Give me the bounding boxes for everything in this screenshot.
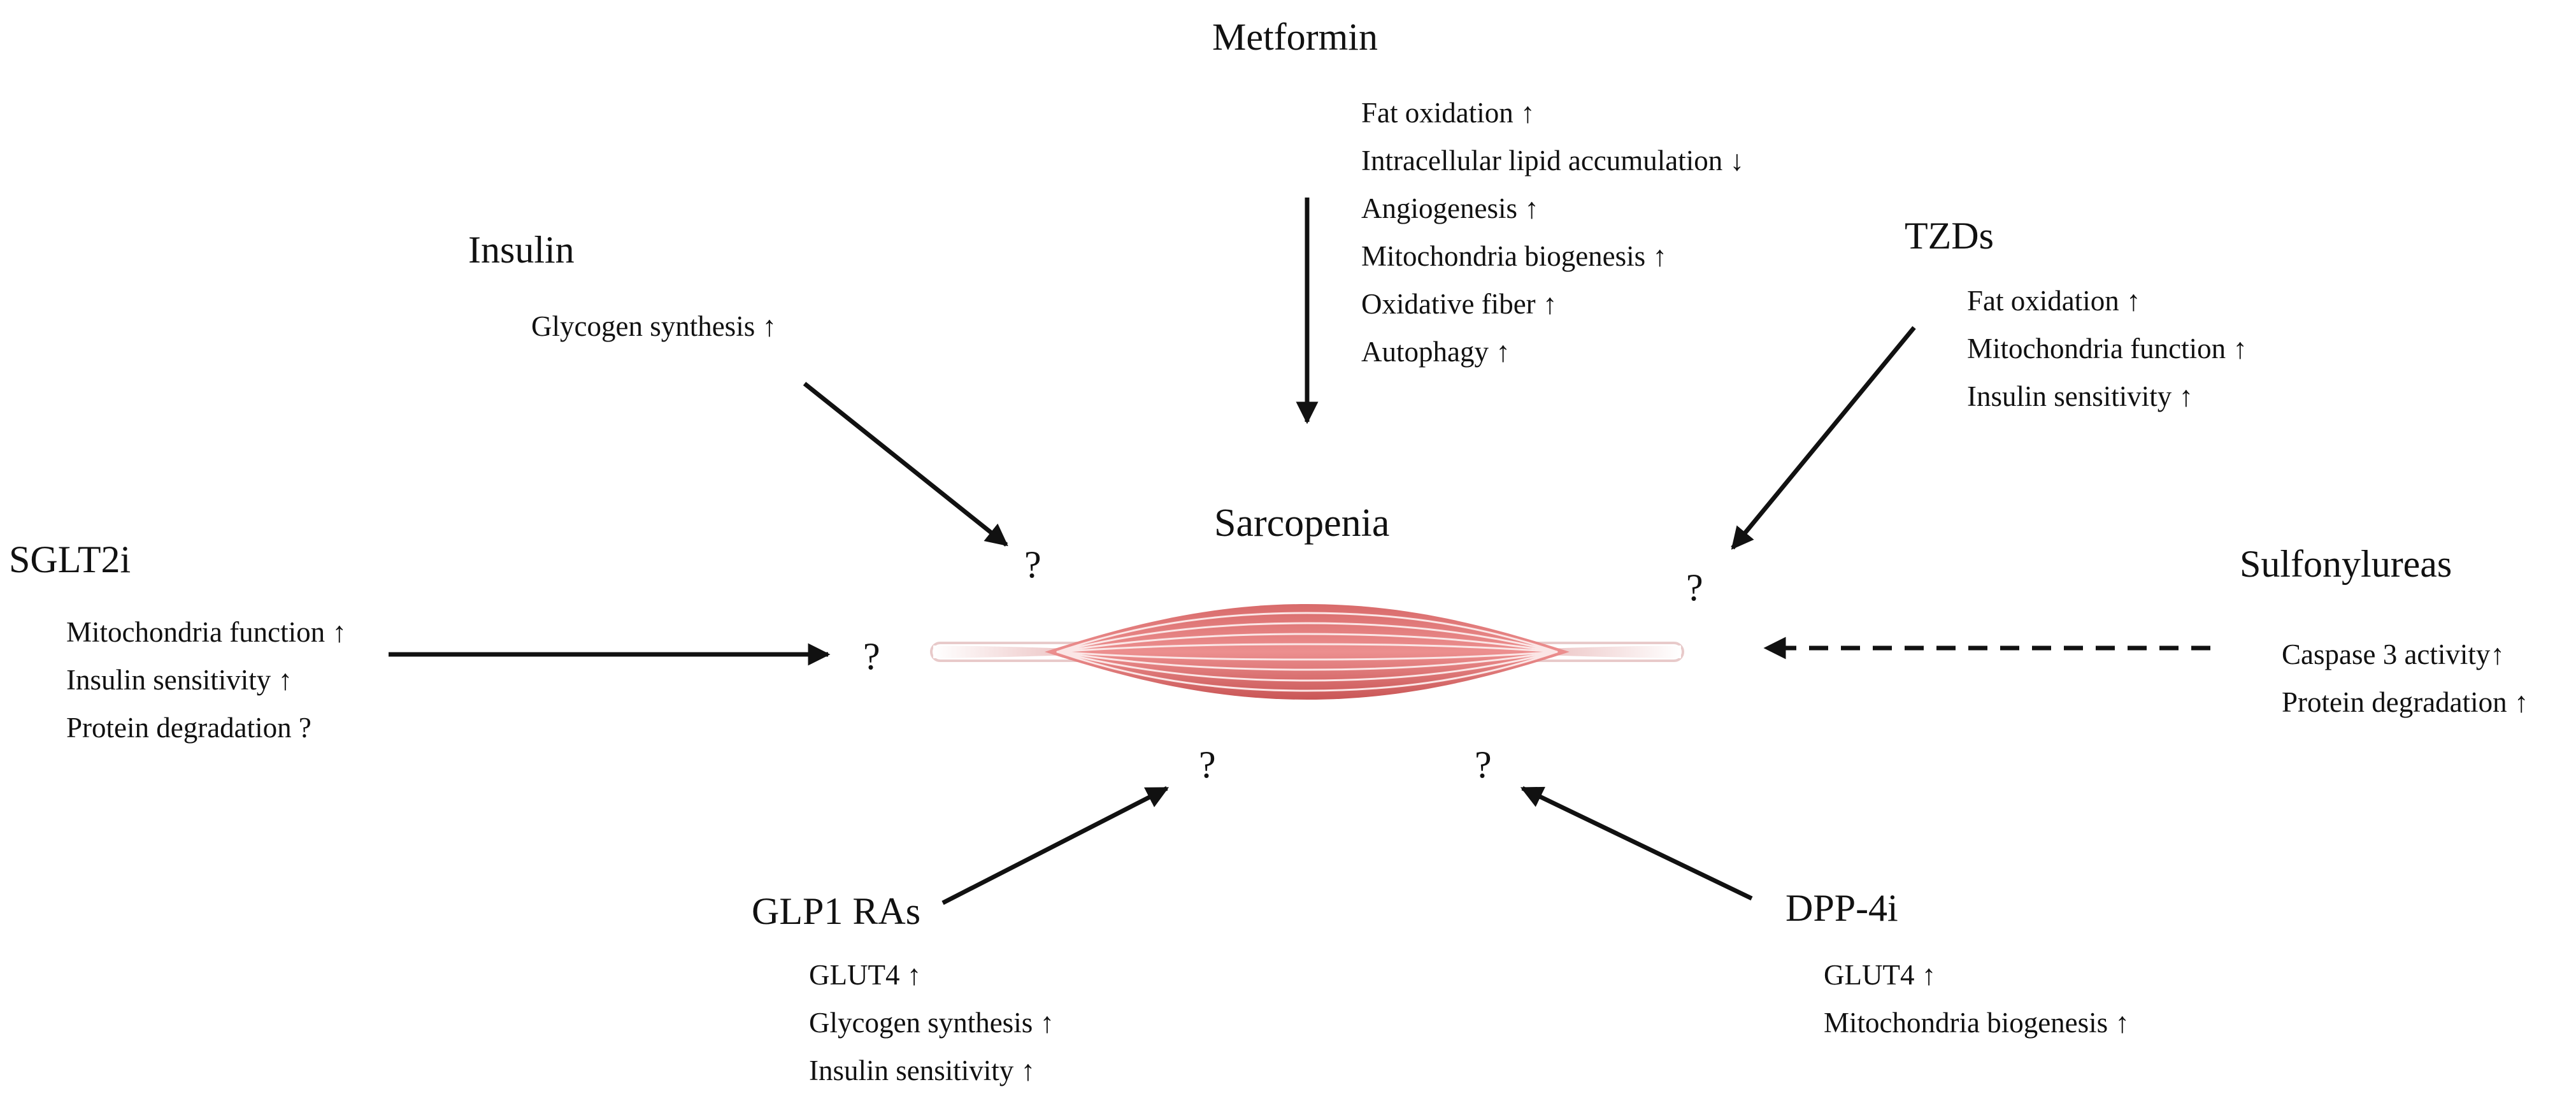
effect-item: Protein degradation ? xyxy=(66,712,311,744)
dpp4i-arrow xyxy=(1520,786,1753,901)
effect-item: Insulin sensitivity ↑ xyxy=(809,1055,1036,1086)
effect-item: Mitochondria biogenesis ↑ xyxy=(1824,1007,2129,1039)
effect-item: Oxidative fiber ↑ xyxy=(1361,288,1557,320)
tzds-unknown-mark: ? xyxy=(1686,566,1703,609)
effect-item: GLUT4 ↑ xyxy=(809,959,922,991)
glp1-effects: GLUT4 ↑ Glycogen synthesis ↑ Insulin sen… xyxy=(809,951,1054,1095)
muscle-fiber xyxy=(1056,622,1558,653)
muscle-fiber xyxy=(1056,651,1558,682)
metformin-label: Metformin xyxy=(1212,16,1378,58)
muscle-fiber xyxy=(1056,651,1558,661)
effect-item: Protein degradation ↑ xyxy=(2282,686,2529,718)
dpp4i-label: DPP-4i xyxy=(1785,887,1898,929)
sulfonylureas-label: Sulfonylureas xyxy=(2240,543,2452,585)
glp1-unknown-mark: ? xyxy=(1199,744,1216,786)
effect-item: Mitochondria biogenesis ↑ xyxy=(1361,240,1667,272)
muscle-fiber xyxy=(1056,612,1558,653)
effect-item: Fat oxidation ↑ xyxy=(1361,97,1535,129)
muscle-fiber xyxy=(1056,643,1558,653)
arrows xyxy=(389,198,2210,905)
metformin-effects: Fat oxidation ↑ Intracellular lipid accu… xyxy=(1361,89,1744,376)
muscle-fiber xyxy=(1056,633,1558,653)
insulin-arrow xyxy=(803,382,1008,547)
glp1-label: GLP1 RAs xyxy=(752,890,921,932)
sglt2i-label: SGLT2i xyxy=(9,538,131,580)
muscle-fiber xyxy=(1056,651,1558,692)
effect-item: Angiogenesis ↑ xyxy=(1361,192,1539,224)
glp1-arrow xyxy=(941,786,1170,905)
muscle-fibers xyxy=(1056,612,1558,692)
dpp4i-unknown-mark: ? xyxy=(1475,744,1492,786)
effect-item: Glycogen synthesis ↑ xyxy=(809,1007,1054,1039)
dpp4i-effects: GLUT4 ↑ Mitochondria biogenesis ↑ xyxy=(1824,951,2129,1047)
muscle-tendon-right xyxy=(1544,645,1681,658)
effect-item: Insulin sensitivity ↑ xyxy=(66,664,293,696)
effect-item: Fat oxidation ↑ xyxy=(1967,285,2141,317)
effect-item: GLUT4 ↑ xyxy=(1824,959,1936,991)
effect-item: Autophagy ↑ xyxy=(1361,336,1510,368)
muscle-fiber xyxy=(1056,651,1558,671)
sarcopenia-label: Sarcopenia xyxy=(1214,501,1390,545)
tzds-label: TZDs xyxy=(1905,215,1994,257)
sglt2i-unknown-mark: ? xyxy=(863,635,880,677)
effect-item: Intracellular lipid accumulation ↓ xyxy=(1361,145,1745,177)
tzds-effects: Fat oxidation ↑ Mitochondria function ↑ … xyxy=(1967,277,2247,421)
insulin-unknown-mark: ? xyxy=(1024,544,1041,586)
muscle-illustration xyxy=(930,604,1684,700)
effect-item: Glycogen synthesis ↑ xyxy=(531,310,776,342)
effect-item: Insulin sensitivity ↑ xyxy=(1967,380,2194,412)
insulin-effects: Glycogen synthesis ↑ xyxy=(531,303,776,350)
muscle-tendon-left xyxy=(933,645,1070,658)
muscle-belly xyxy=(1045,604,1570,700)
effect-item: Caspase 3 activity↑ xyxy=(2282,638,2505,670)
sulfonylureas-effects: Caspase 3 activity↑ Protein degradation … xyxy=(2282,631,2528,726)
tzds-arrow xyxy=(1731,326,1916,550)
effect-item: Mitochondria function ↑ xyxy=(66,616,347,648)
insulin-label: Insulin xyxy=(468,229,575,271)
sglt2i-effects: Mitochondria function ↑ Insulin sensitiv… xyxy=(66,609,347,752)
effect-item: Mitochondria function ↑ xyxy=(1967,333,2247,364)
